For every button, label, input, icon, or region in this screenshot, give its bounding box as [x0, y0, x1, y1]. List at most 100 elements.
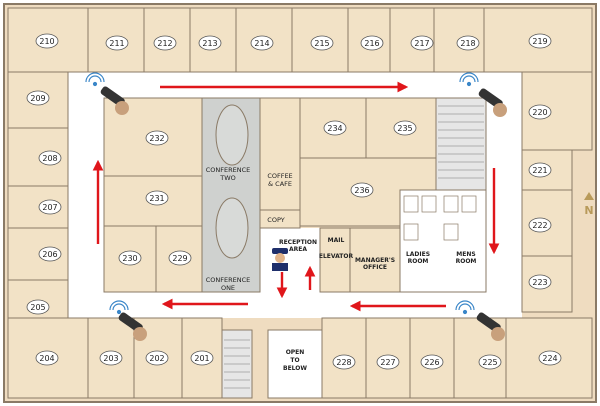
managers-office-label-1: MANAGER'S — [355, 257, 395, 264]
stair-treads — [224, 105, 484, 389]
room-206-label: 206 — [42, 250, 57, 259]
room-228-badge — [332, 354, 356, 370]
room-201-label: 201 — [194, 354, 209, 363]
mail-label: MAIL — [328, 237, 345, 244]
room-226-label: 226 — [424, 358, 439, 367]
room-211-badge — [105, 35, 129, 51]
security-guard-icon — [272, 248, 288, 271]
room-235-label: 235 — [397, 124, 412, 133]
coffee-cafe-room[interactable] — [259, 97, 301, 211]
room-212-label: 212 — [157, 39, 172, 48]
room-223-label: 223 — [532, 278, 547, 287]
managers-office-label-2: OFFICE — [363, 264, 387, 271]
open-to-below — [267, 329, 323, 399]
room-219-badge — [528, 33, 552, 49]
room-205-badge — [26, 299, 50, 315]
room-209-label: 209 — [30, 94, 45, 103]
room-224-badge — [538, 350, 562, 366]
conference-two-label-1: CONFERENCE — [206, 166, 251, 174]
room-215-label: 215 — [314, 39, 329, 48]
conference-two-table — [215, 104, 249, 166]
room-213-label: 213 — [202, 39, 217, 48]
mens-room-label-1: MENS — [456, 251, 475, 258]
reception-label-2: AREA — [289, 246, 307, 253]
room-220-badge — [528, 104, 552, 120]
wifi-reader-icon — [85, 72, 105, 87]
reception-label-1: RECEPTION — [279, 239, 317, 246]
elevator-mail-room[interactable] — [319, 227, 351, 293]
room-230-badge — [118, 250, 142, 266]
card-reader-hand-icon — [478, 88, 507, 117]
room-207-label: 207 — [42, 203, 57, 212]
room-224-label: 224 — [542, 354, 557, 363]
wifi-reader-icon — [459, 72, 479, 87]
room-204-label: 204 — [39, 354, 54, 363]
room-208-label: 208 — [42, 154, 57, 163]
copy-room[interactable] — [259, 209, 301, 229]
wifi-reader-icon — [455, 300, 475, 315]
room-214-badge — [250, 35, 274, 51]
room-215[interactable] — [291, 7, 349, 73]
room-236-label: 236 — [354, 186, 369, 195]
room-225-badge — [478, 354, 502, 370]
room-234-badge — [323, 120, 347, 136]
room-202-badge — [145, 350, 169, 366]
room-232-badge — [145, 130, 169, 146]
room-225-label: 225 — [482, 358, 497, 367]
room-214-label: 214 — [254, 39, 269, 48]
room-210-badge — [35, 33, 59, 49]
security-patrol-route — [92, 81, 500, 312]
open-to-below-label-3: BELOW — [283, 365, 307, 372]
corridors — [68, 72, 522, 318]
room-213-badge — [198, 35, 222, 51]
room-206-badge — [38, 246, 62, 262]
room-231-label: 231 — [149, 194, 164, 203]
room-218-label: 218 — [460, 39, 475, 48]
room-236-badge — [350, 182, 374, 198]
room-215-badge — [310, 35, 334, 51]
card-reader-hand-icon — [118, 312, 147, 341]
room-210-label: 210 — [39, 37, 54, 46]
room-216-label: 216 — [364, 39, 379, 48]
open-to-below-label-1: OPEN — [286, 349, 305, 356]
room-235-badge — [393, 120, 417, 136]
copy-label: COPY — [267, 216, 284, 224]
ladies-room-label-2: ROOM — [408, 258, 429, 265]
room-232-label: 232 — [149, 134, 164, 143]
room-221-badge — [528, 162, 552, 178]
open-to-below-label-2: TO — [290, 357, 299, 364]
conference-two-label-2: TWO — [219, 174, 236, 182]
coffee-label-2: & CAFE — [268, 180, 292, 188]
mens-room-label-2: ROOM — [456, 258, 477, 265]
room-230-label: 230 — [122, 254, 137, 263]
room-220-label: 220 — [532, 108, 547, 117]
room-204-badge — [35, 350, 59, 366]
conference-one-table — [215, 197, 249, 259]
north-arrow-icon: N — [584, 192, 594, 217]
room-217-label: 217 — [414, 39, 429, 48]
room-219-label: 219 — [532, 37, 547, 46]
room-226-badge — [420, 354, 444, 370]
room-211-label: 211 — [109, 39, 124, 48]
room-217-badge — [410, 35, 434, 51]
restroom-fixtures — [403, 195, 477, 241]
room-218-badge — [456, 35, 480, 51]
coffee-label-1: COFFEE — [267, 172, 292, 180]
managers-office[interactable] — [349, 227, 401, 293]
room-208-badge — [38, 150, 62, 166]
room-202-label: 202 — [149, 354, 164, 363]
room-227-badge — [376, 354, 400, 370]
card-reader-hand-icon — [476, 312, 505, 341]
room-205-label: 205 — [30, 303, 45, 312]
room-229-badge — [168, 250, 192, 266]
room-212-badge — [153, 35, 177, 51]
room-222-label: 222 — [532, 221, 547, 230]
north-label: N — [584, 204, 593, 217]
room-207-badge — [38, 199, 62, 215]
room-216-badge — [360, 35, 384, 51]
room-228-label: 228 — [336, 358, 351, 367]
elevator-label: ELEVATOR — [319, 253, 354, 260]
room-229-label: 229 — [172, 254, 187, 263]
conference-one-label-1: CONFERENCE — [206, 276, 251, 284]
